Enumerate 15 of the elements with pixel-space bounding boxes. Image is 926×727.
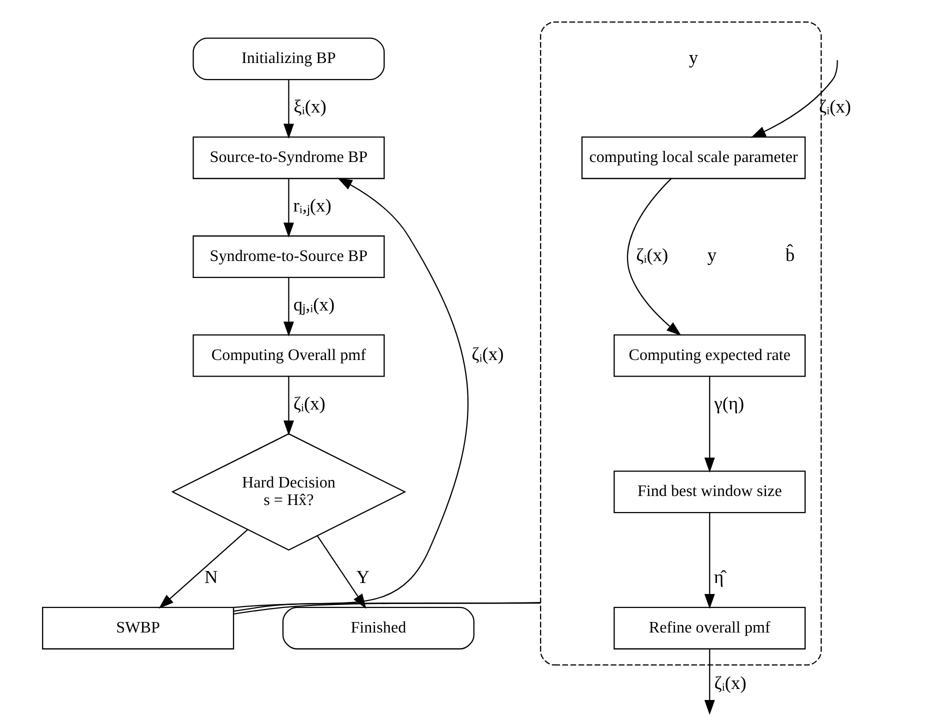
edge-label: ζᵢ(x)	[472, 344, 504, 364]
label: y	[688, 47, 698, 68]
edge-label: ξᵢ(x)	[294, 96, 326, 117]
label: y	[707, 245, 717, 266]
edge-label: N	[204, 567, 218, 588]
edge-label: γ(η)	[714, 393, 744, 414]
label: b̂	[786, 245, 795, 266]
edge-label: ζᵢ(x)	[293, 393, 326, 414]
edge-label: qⱼ,ᵢ(x)	[293, 294, 335, 315]
edge-label: Y	[356, 567, 370, 588]
edge-label: ζᵢ(x)	[818, 96, 852, 117]
edge-label: ζᵢ(x)	[714, 672, 746, 693]
edge-label: ζᵢ(x)	[636, 245, 668, 266]
edge-label: rᵢ,ⱼ(x)	[293, 196, 332, 216]
edge-label: η̂	[714, 567, 724, 588]
